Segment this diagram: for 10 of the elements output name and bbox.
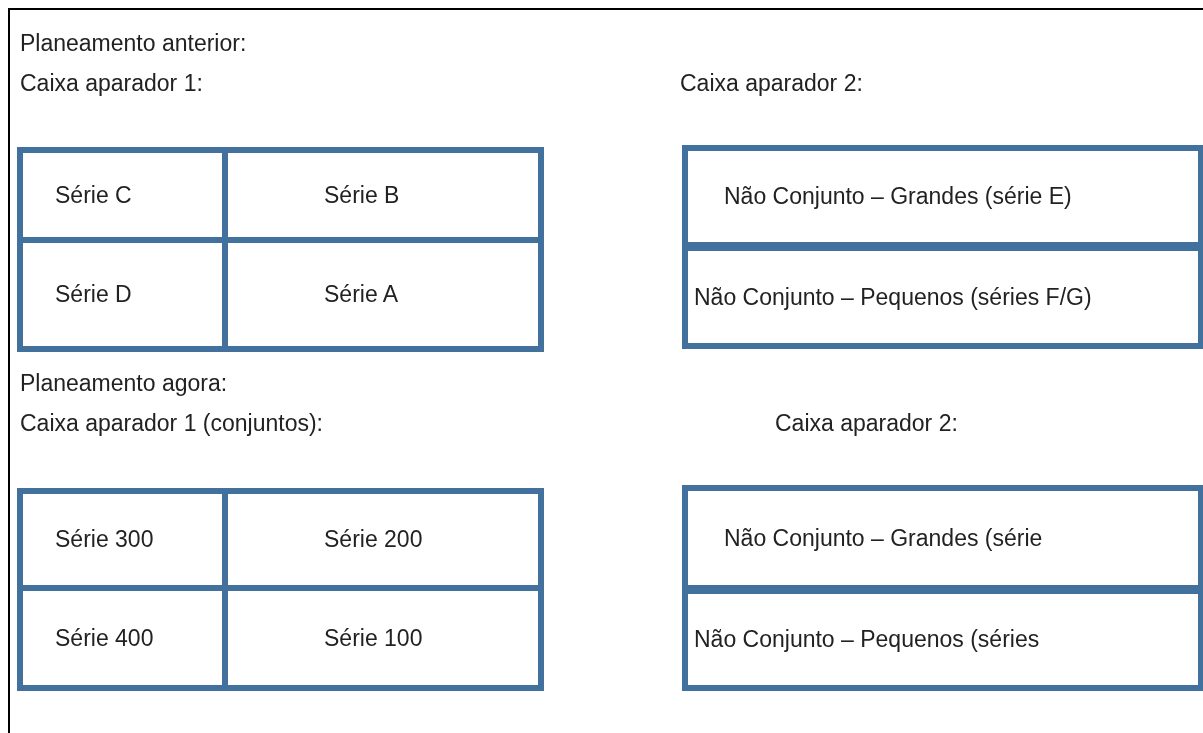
heading-text: Caixa aparador 2: (775, 410, 958, 437)
heading-text: Caixa aparador 1 (conjuntos): (20, 410, 323, 437)
series-cell: Não Conjunto – Grandes (série E) (682, 145, 1203, 248)
series-cell: Não Conjunto – Pequenos (séries F/G) (682, 245, 1203, 349)
heading-text: Planeamento anterior: (20, 30, 247, 57)
heading-text: Caixa aparador 2: (680, 70, 863, 97)
series-cell: Não Conjunto – Grandes (série (682, 485, 1203, 591)
heading-text: Caixa aparador 1: (20, 70, 203, 97)
series-cell: Não Conjunto – Pequenos (séries (682, 588, 1203, 691)
heading-text: Planeamento agora: (20, 370, 228, 397)
